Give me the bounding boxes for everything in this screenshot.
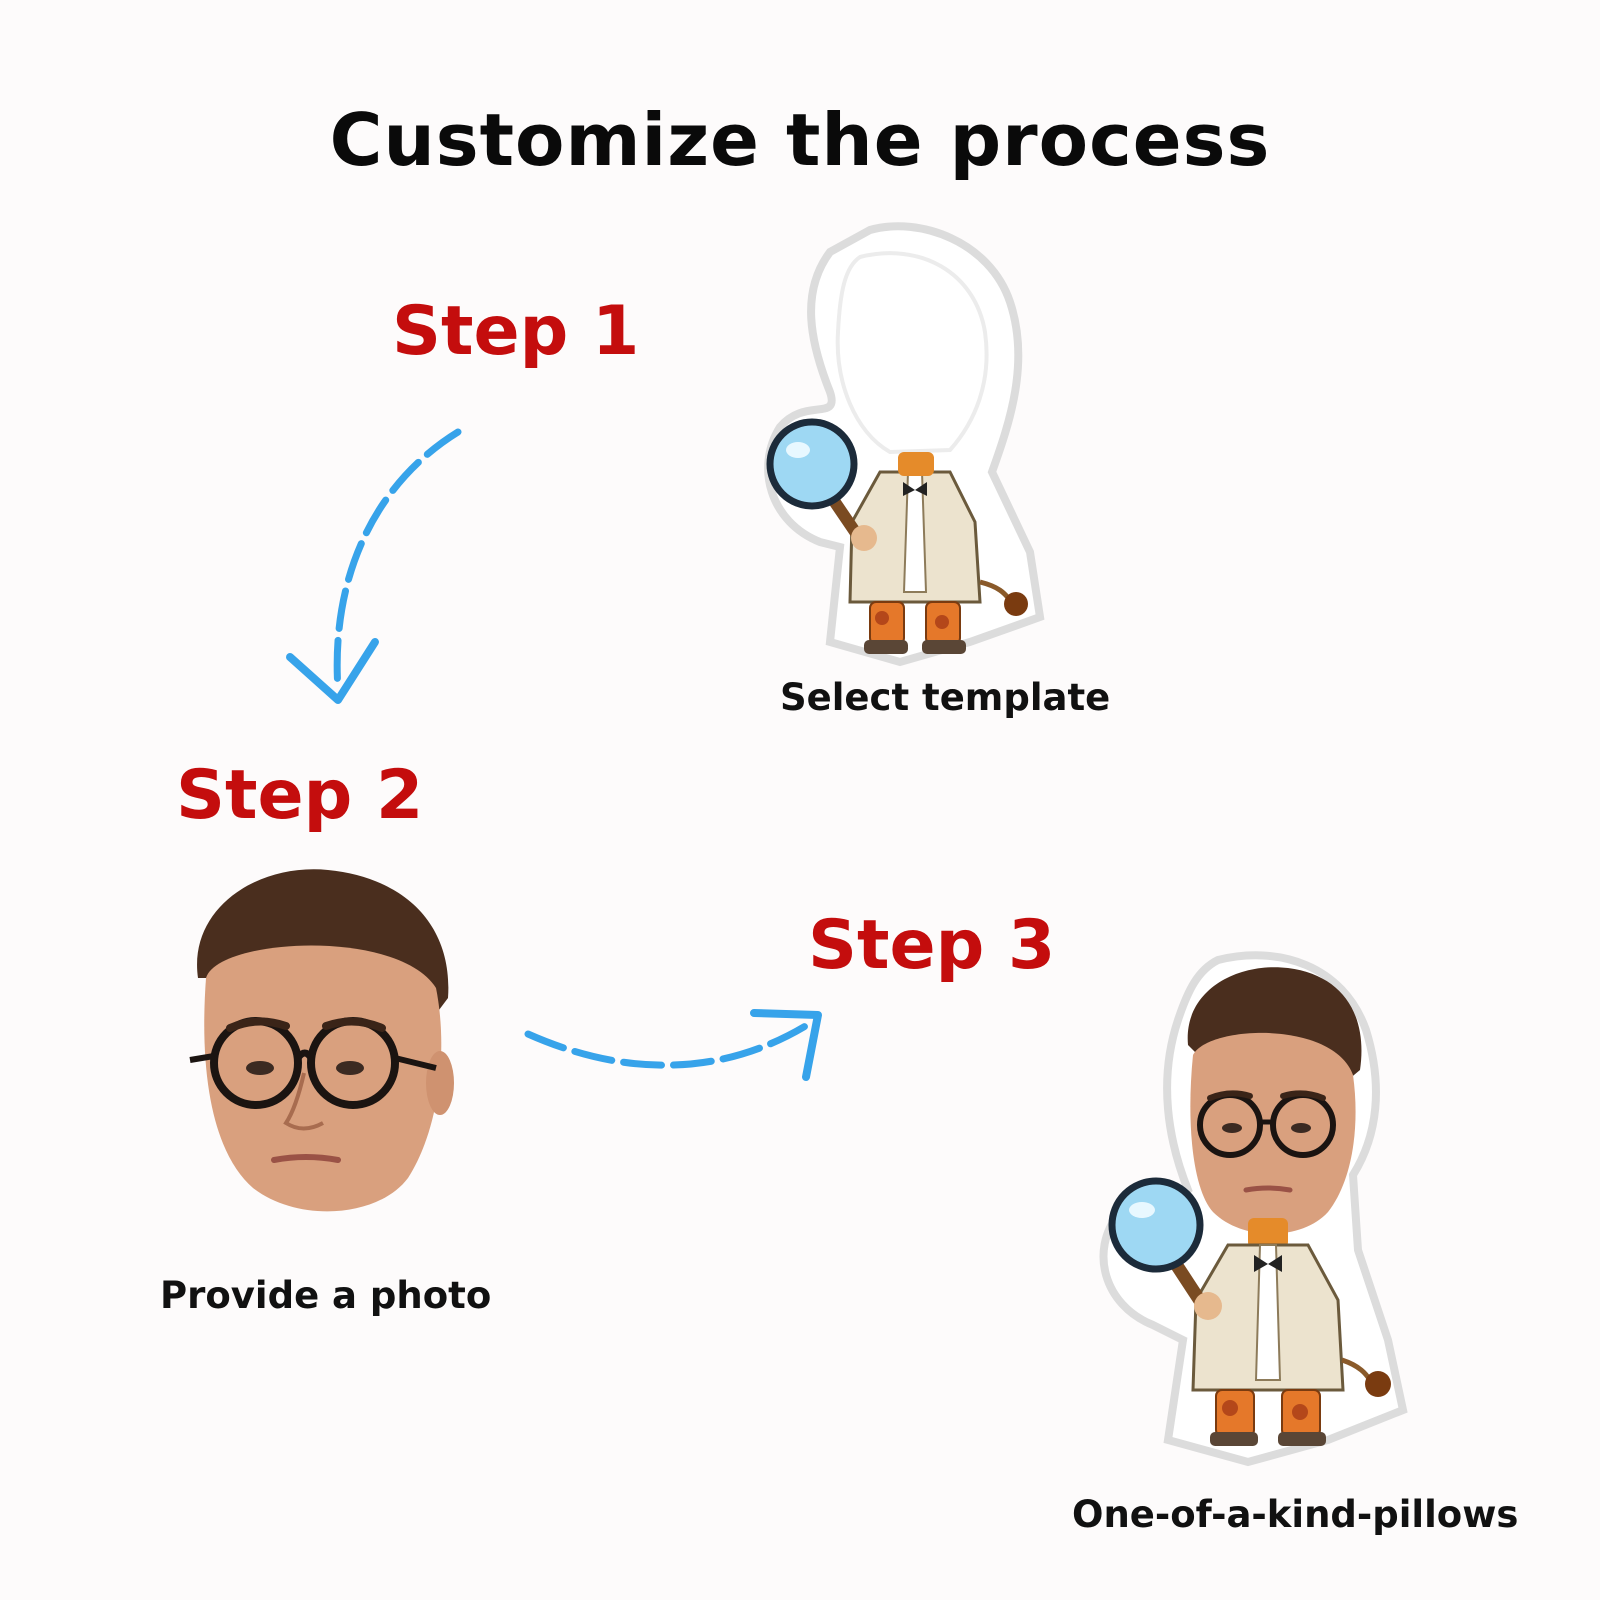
provide-photo-caption: Provide a photo [160, 1274, 492, 1317]
template-character-illustration [764, 222, 1045, 667]
step-3-label: Step 3 [808, 906, 1056, 985]
step-2-label: Step 2 [176, 756, 424, 835]
finished-pillow-illustration [1099, 951, 1408, 1467]
face-photo [189, 869, 454, 1212]
page-title: Customize the process [329, 98, 1271, 182]
select-template-caption: Select template [780, 676, 1111, 719]
step-1-label: Step 1 [392, 292, 640, 371]
result-caption: One-of-a-kind-pillows [1072, 1493, 1519, 1536]
